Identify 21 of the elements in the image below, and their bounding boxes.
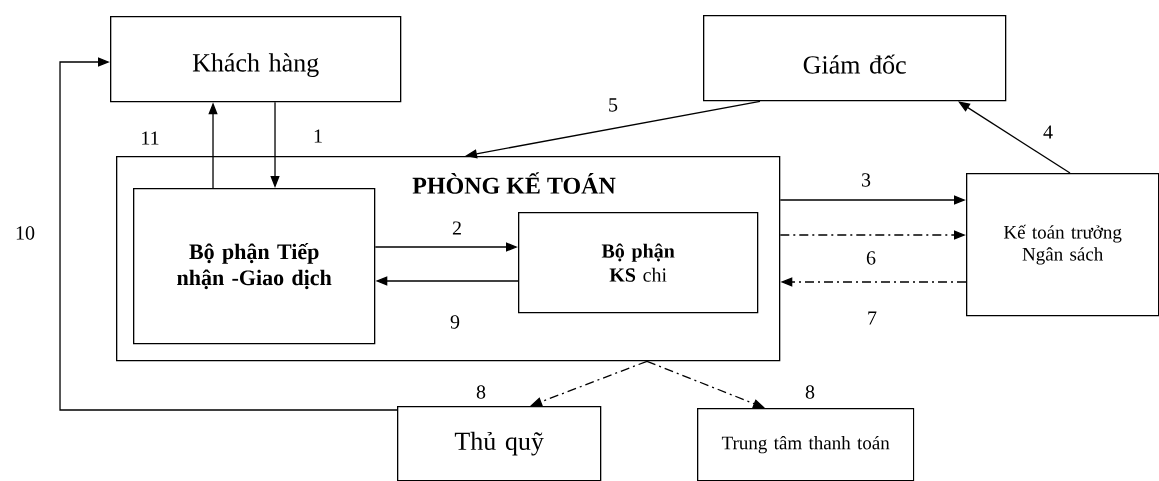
- edge-label: 3: [860, 172, 872, 188]
- edge-label: 4: [1042, 124, 1054, 140]
- box: Bộ phận KS chi: [518, 212, 759, 314]
- arrow: [958, 101, 1071, 174]
- box: Kế toán trưởng Ngân sách: [966, 173, 1159, 317]
- box: Thủ quỹ: [397, 406, 602, 481]
- box: Bộ phận Tiếp nhận -Giao dịch: [133, 188, 376, 345]
- edge-label: 8: [804, 384, 816, 400]
- box: Giám đốc: [703, 15, 1007, 102]
- box: Khách hàng: [110, 16, 402, 103]
- edge-label: 10: [14, 225, 36, 241]
- edge-label: 5: [607, 97, 619, 113]
- box: Trung tâm thanh toán: [697, 408, 915, 481]
- edge-label: 2: [451, 220, 463, 236]
- arrow: [59, 57, 398, 411]
- edge-label: 6: [865, 250, 877, 266]
- edge-label: 9: [449, 314, 461, 330]
- edge-label: 11: [139, 130, 161, 146]
- edge-label: 8: [475, 384, 487, 400]
- edge-label: 7: [866, 310, 878, 326]
- edge-label: 1: [312, 128, 324, 144]
